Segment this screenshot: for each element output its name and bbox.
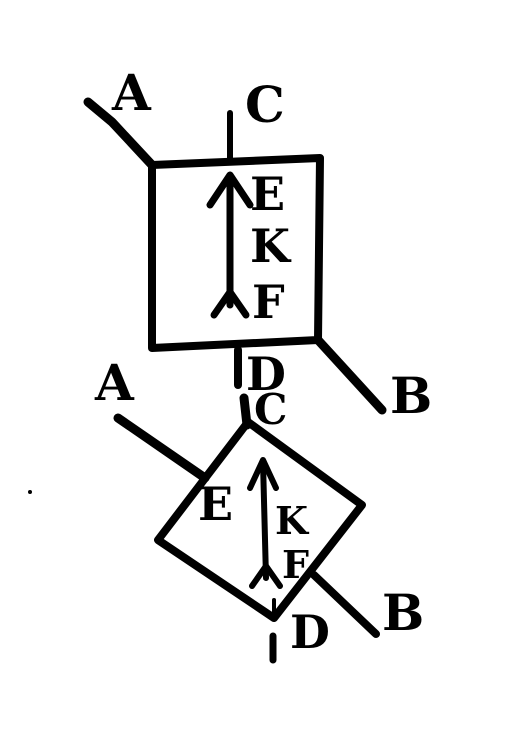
bottom-line-a xyxy=(113,413,210,483)
top-label-d: D xyxy=(246,347,286,401)
top-label-e: E xyxy=(250,167,285,221)
bottom-line-b xyxy=(310,571,380,638)
top-line-a xyxy=(83,97,157,170)
bottom-label-c: C xyxy=(254,385,287,434)
top-line-b xyxy=(313,335,387,415)
bottom-arrow-shaft xyxy=(260,459,269,581)
top-label-f: F xyxy=(252,275,285,329)
bottom-figure: A C E K F D B xyxy=(94,353,424,664)
bottom-arrow-head xyxy=(247,457,279,491)
ink-speck xyxy=(28,490,32,494)
top-label-c: C xyxy=(245,75,285,134)
bottom-arrow-tail xyxy=(249,563,283,589)
bottom-label-e: E xyxy=(198,477,233,531)
bottom-label-d: D xyxy=(290,605,330,659)
top-label-k: K xyxy=(250,219,292,273)
top-label-a: A xyxy=(111,63,152,122)
top-arrow-tail xyxy=(210,288,250,319)
top-figure: A C E K F D B xyxy=(83,63,432,425)
bottom-label-k: K xyxy=(275,498,310,543)
bottom-arrow-ef xyxy=(247,457,283,589)
bottom-label-a: A xyxy=(94,353,135,412)
top-arrow-head xyxy=(206,171,254,209)
bottom-line-c xyxy=(239,393,252,430)
bottom-label-b: B xyxy=(382,583,424,642)
top-arrow-ef xyxy=(206,171,254,319)
top-label-b: B xyxy=(390,366,432,425)
bottom-square xyxy=(154,418,366,622)
bottom-label-f: F xyxy=(282,542,309,587)
